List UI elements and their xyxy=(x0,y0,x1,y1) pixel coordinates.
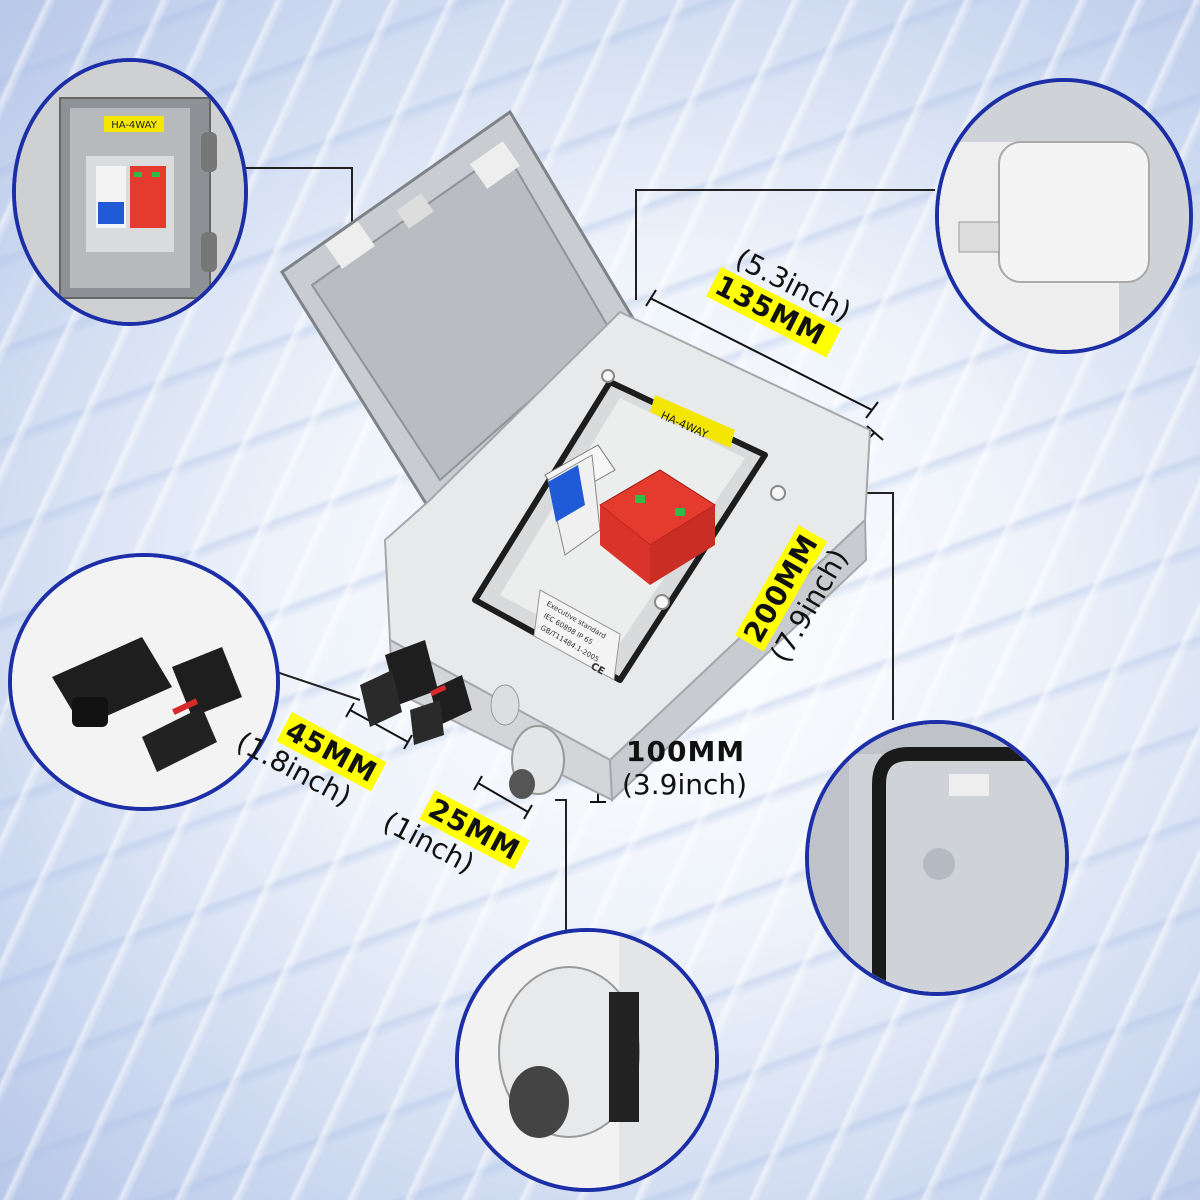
height-mm: 100MM xyxy=(626,735,746,768)
transparent-lid xyxy=(279,109,642,513)
dim-line-connector xyxy=(349,709,409,743)
callout-cable-gland xyxy=(455,928,719,1192)
callout-gasket-detail xyxy=(805,720,1069,996)
callout-mc4-connectors xyxy=(8,553,280,811)
leader-line-top-right xyxy=(635,189,935,300)
leader-line-bottom xyxy=(555,799,567,930)
height-inch: (3.9inch) xyxy=(622,768,748,801)
mc4-connectors xyxy=(360,640,472,745)
box-body: HA-4WAY Executive standard IEC 60898 IP … xyxy=(383,310,872,803)
cable-gland xyxy=(509,725,565,799)
leader-line-top-left xyxy=(240,167,353,225)
height-dimension-label: 100MM (3.9inch) xyxy=(622,735,749,801)
dim-line-gland xyxy=(477,782,529,813)
callout-tag-text: HA-4WAY xyxy=(111,120,158,131)
callout-hinge-detail xyxy=(935,78,1193,354)
dim-line-width xyxy=(649,297,873,411)
callout-open-enclosure: HA-4WAY xyxy=(12,58,248,326)
